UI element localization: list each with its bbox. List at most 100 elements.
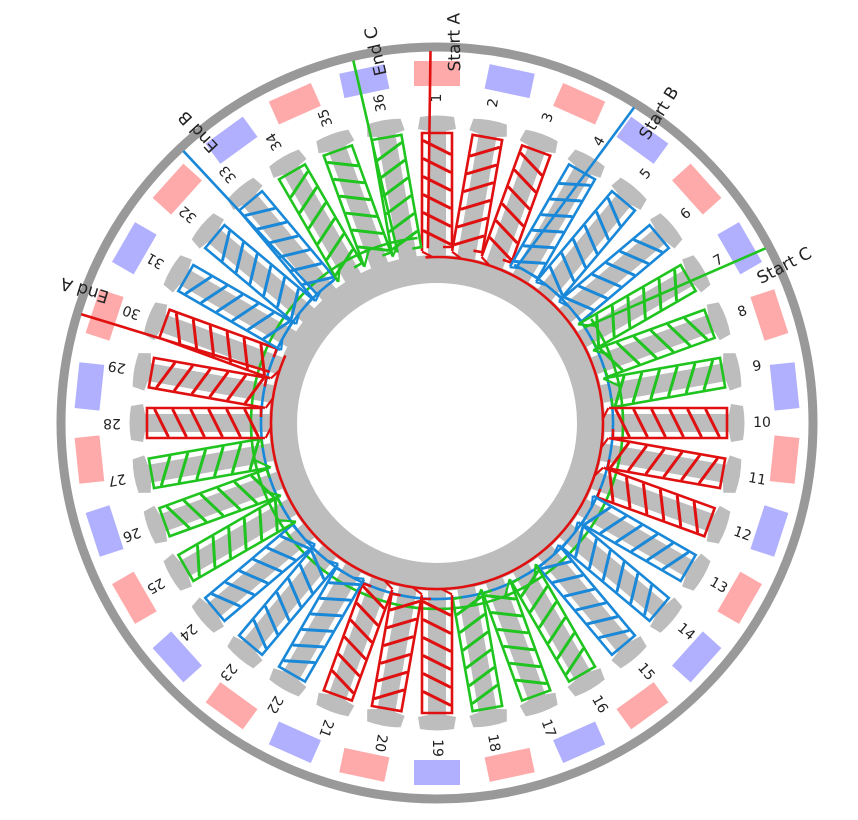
coil-slot-13: [580, 494, 698, 583]
magnet-block: [268, 721, 321, 764]
coil-turn: [625, 476, 632, 509]
coil-turn: [207, 408, 224, 438]
coil-turn: [273, 499, 279, 532]
coil-slot-26: [157, 467, 281, 538]
coil-jumper: [504, 578, 511, 597]
coil-turn: [166, 505, 191, 529]
coil-turn: [290, 288, 300, 320]
coil-outline: [147, 356, 268, 410]
magnet: [339, 747, 390, 782]
coil-turn: [242, 337, 249, 370]
coil-slot-18: [451, 589, 504, 713]
coil-turn: [208, 325, 216, 358]
coil-turn: [586, 615, 619, 626]
coil-slot-23: [237, 546, 339, 657]
magnet-block: [553, 721, 606, 764]
coil-turn: [519, 152, 543, 177]
tooth-body: [455, 579, 507, 728]
magnet-block: [268, 82, 321, 125]
coil-turn: [616, 341, 641, 365]
magnet-block: [769, 435, 800, 484]
coil-turn: [196, 544, 201, 577]
coil-turn: [266, 546, 296, 562]
coil-jumper: [264, 397, 274, 409]
coil-turn: [601, 549, 612, 582]
coil-turn: [599, 348, 624, 372]
slot-label: 25: [144, 574, 167, 597]
coil-turn: [673, 269, 678, 302]
coil-turn: [471, 684, 499, 705]
coil-turn: [683, 317, 708, 341]
slot-label: 14: [674, 620, 698, 644]
slot-label: 10: [753, 415, 771, 431]
magnet: [85, 289, 124, 341]
magnet-block: [672, 163, 722, 215]
coil-turn: [382, 176, 409, 198]
magnet-block: [717, 571, 763, 624]
coil-outline: [237, 189, 338, 302]
coil-outline: [603, 356, 727, 409]
coil-turn: [379, 159, 406, 180]
slot-label: 18: [484, 733, 503, 753]
slot-label: 36: [371, 93, 390, 113]
coil-turn: [298, 564, 314, 594]
coil-turn: [515, 678, 548, 686]
coil-turn: [383, 635, 414, 647]
coil-turn: [644, 448, 666, 475]
coil-slot-12: [595, 466, 717, 538]
magnet-block: [414, 760, 460, 785]
coil-turn: [386, 617, 418, 630]
coil-turn: [490, 611, 523, 618]
tooth-body: [584, 469, 731, 544]
coil-jumper: [411, 586, 423, 596]
coil-jumper: [535, 281, 547, 287]
slot-label: 11: [747, 470, 767, 489]
coil-turn: [225, 408, 242, 438]
coil-turn: [160, 455, 172, 487]
coil-turn: [466, 163, 498, 176]
tooth-body: [553, 518, 683, 633]
coil-turn: [626, 296, 632, 329]
magnet-block: [672, 631, 722, 683]
coil-turn: [540, 560, 572, 570]
coil-turn: [331, 669, 355, 694]
slot-label: 29: [107, 357, 127, 376]
coil-outline: [420, 131, 454, 251]
coil-turn: [190, 368, 212, 395]
coil-turn: [507, 185, 531, 210]
tooth-body: [143, 302, 290, 377]
coil-turn: [252, 558, 283, 573]
coil-slot-22: [277, 566, 366, 684]
coil-turn: [572, 238, 587, 269]
coil-jumper: [278, 519, 297, 523]
coil-turn: [231, 302, 259, 322]
coil-turn: [556, 632, 576, 660]
coil-jumper: [593, 466, 604, 477]
coil-turn: [264, 605, 279, 636]
magnet: [717, 571, 763, 624]
tooth-body: [597, 404, 745, 442]
coil-outline: [481, 579, 552, 703]
coil-turn: [468, 666, 495, 687]
coil-outline: [176, 263, 294, 352]
magnet: [74, 362, 105, 411]
lead-line: [80, 312, 271, 374]
coil-turn: [290, 262, 322, 272]
coil-outline: [560, 521, 671, 623]
coil-turn: [650, 329, 675, 353]
slot-label: 12: [731, 524, 753, 545]
coil-turn: [200, 284, 228, 304]
coil-outline: [595, 466, 717, 538]
coil-outline: [535, 189, 637, 300]
tooth-body: [129, 404, 277, 442]
coil-turn: [208, 371, 230, 398]
coil-turn: [216, 487, 241, 511]
magnet: [111, 571, 157, 624]
coil-turn: [633, 335, 658, 359]
coil-turn: [211, 592, 241, 608]
coil-turn: [262, 264, 273, 297]
coil-turn: [631, 372, 644, 404]
coil-turn: [599, 515, 627, 535]
coil-turn: [238, 569, 269, 585]
coil-turn: [349, 619, 373, 644]
